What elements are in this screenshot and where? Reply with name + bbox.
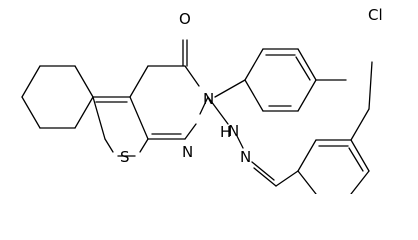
atom-nitrogen-ring: N: [203, 90, 214, 108]
atom-oxygen: O: [179, 10, 191, 28]
bonds: [21, 39, 373, 194]
molecule-structure: O N N S N H N Cl: [21, 6, 383, 194]
atom-labels: O N N S N H N Cl: [120, 6, 383, 166]
atom-nitrogen-ring-2: N: [182, 143, 193, 161]
atom-chlorine: Cl: [368, 6, 383, 24]
atom-sulfur: S: [120, 148, 130, 166]
atom-hydrazine-h: H: [220, 123, 231, 141]
atom-hydrazine-n2: N: [240, 148, 251, 166]
atom-hydrazine-n1: N: [228, 122, 239, 140]
